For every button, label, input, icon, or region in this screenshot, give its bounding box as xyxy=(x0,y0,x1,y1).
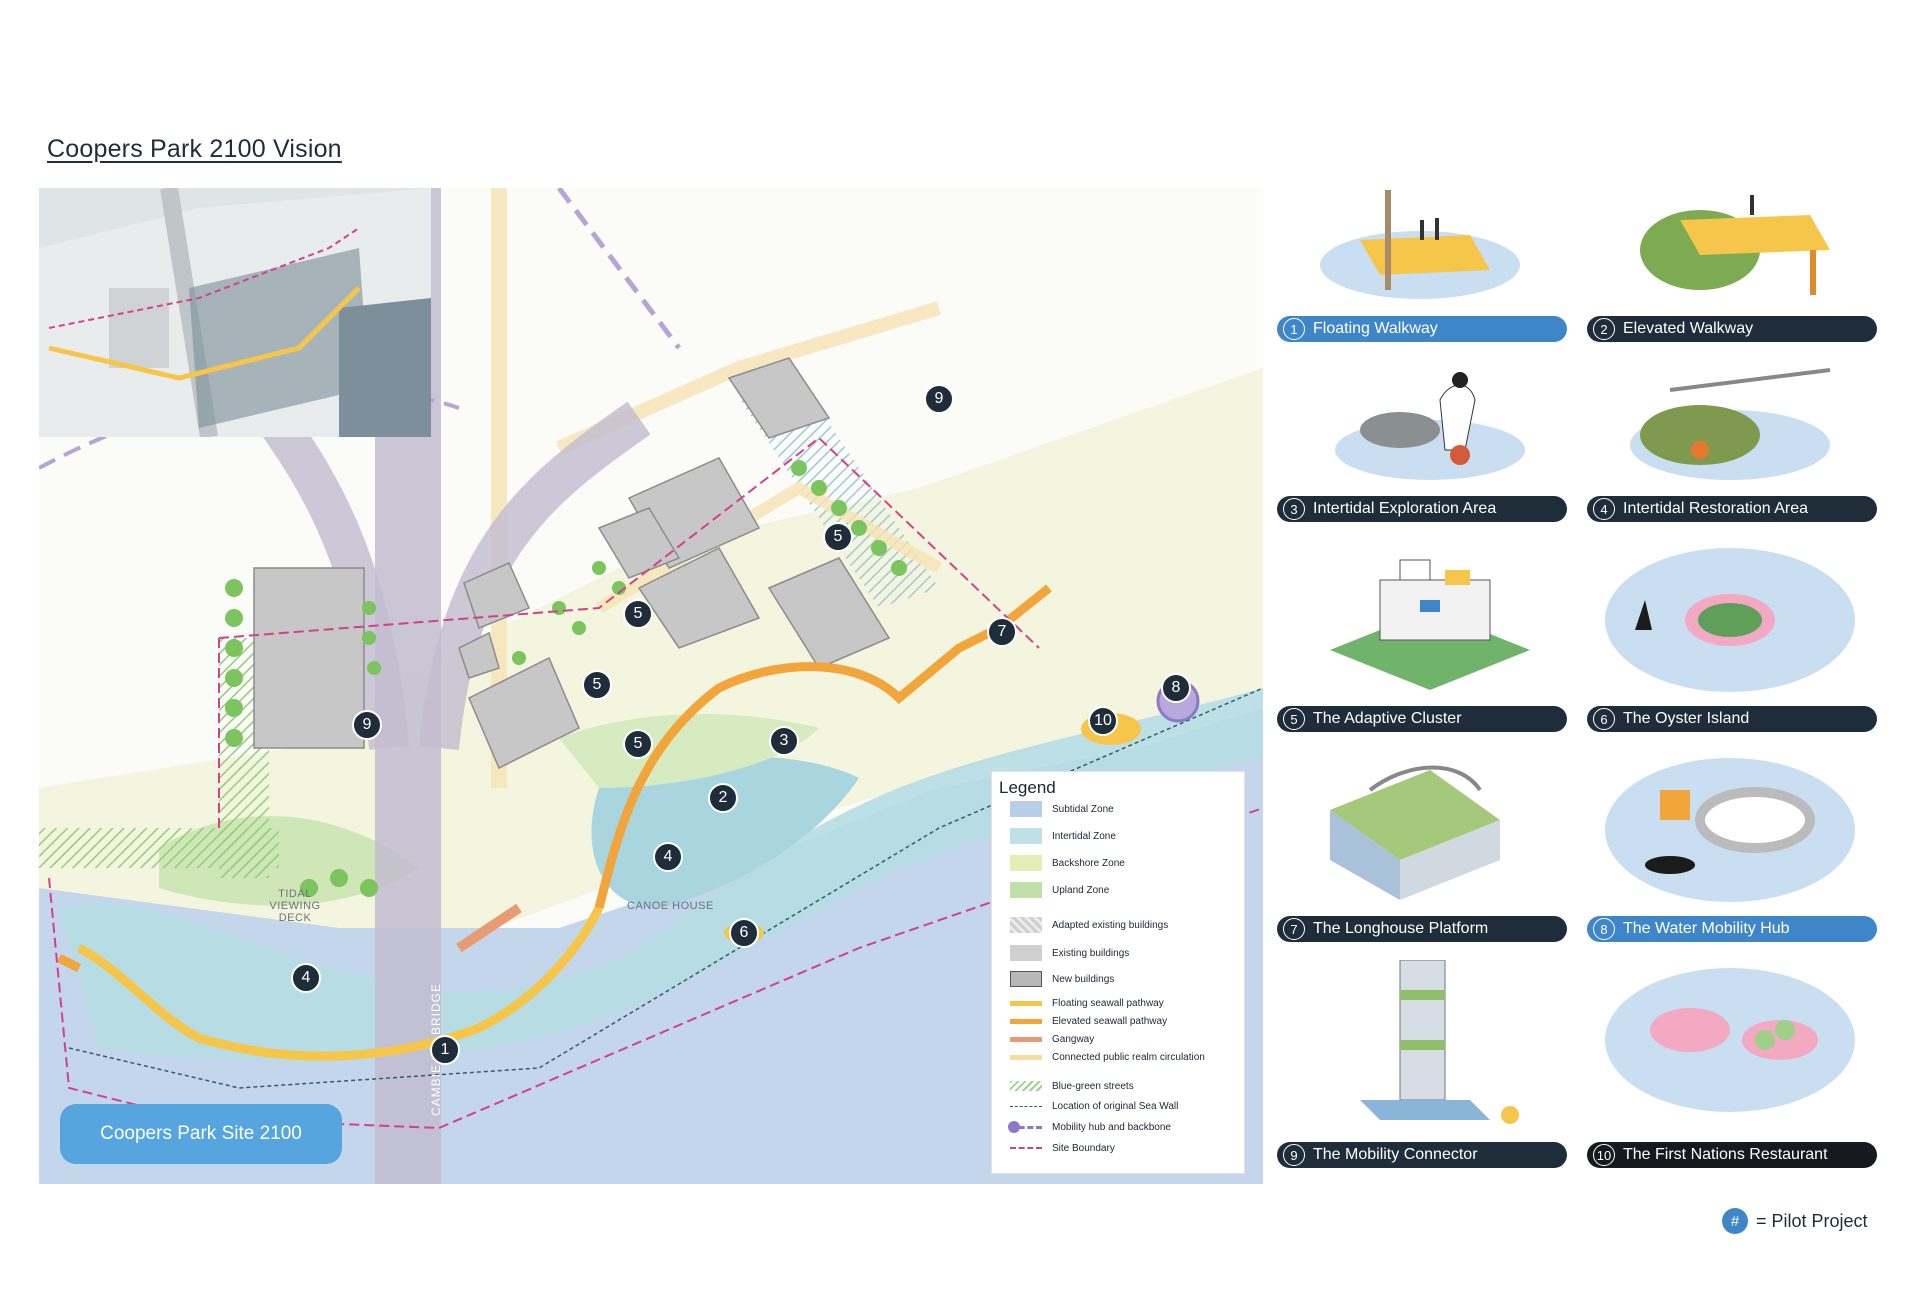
pilot-project-note: # = Pilot Project xyxy=(1722,1208,1868,1234)
viewing-deck-label: TIDAL VIEWING DECK xyxy=(269,888,321,924)
map-marker[interactable]: 5 xyxy=(623,729,653,759)
oyster-island-illustration xyxy=(1580,540,1886,700)
first-nations-restaurant-illustration xyxy=(1580,960,1886,1136)
legend-swatch xyxy=(1010,971,1042,987)
pilot-note-text: = Pilot Project xyxy=(1756,1210,1868,1231)
map-marker[interactable]: 4 xyxy=(291,963,321,993)
legend-item: Location of original Sea Wall xyxy=(1010,1097,1178,1115)
legend-item: Floating seawall pathway xyxy=(1010,994,1164,1012)
map-marker[interactable]: 8 xyxy=(1161,673,1191,703)
legend-swatch xyxy=(1010,855,1042,871)
legend-swatch xyxy=(1010,1105,1042,1107)
map-marker[interactable]: 10 xyxy=(1088,706,1118,736)
page-title: Coopers Park 2100 Vision xyxy=(47,135,342,163)
legend-item: Elevated seawall pathway xyxy=(1010,1012,1167,1030)
legend-swatch xyxy=(1010,882,1042,898)
map-marker[interactable]: 2 xyxy=(708,783,738,813)
map-marker[interactable]: 6 xyxy=(729,918,759,948)
map-marker[interactable]: 9 xyxy=(352,710,382,740)
legend-swatch xyxy=(1010,801,1042,817)
legend-item: New buildings xyxy=(1010,970,1114,988)
legend-title: Legend xyxy=(999,778,1056,797)
legend-swatch xyxy=(1010,1147,1042,1149)
intertidal-restoration-illustration xyxy=(1580,360,1886,490)
legend-item: Gangway xyxy=(1010,1030,1094,1048)
pilot-symbol-icon: # xyxy=(1722,1208,1748,1234)
legend-swatch xyxy=(1010,945,1042,961)
legend-item: Subtidal Zone xyxy=(1010,800,1114,818)
legend-swatch xyxy=(1010,828,1042,844)
legend-item: Backshore Zone xyxy=(1010,854,1125,872)
legend-item: Blue-green streets xyxy=(1010,1077,1134,1095)
site-context-inset xyxy=(39,188,431,437)
site-badge: Coopers Park Site 2100 xyxy=(60,1104,342,1164)
map-marker[interactable]: 3 xyxy=(769,726,799,756)
map-marker[interactable]: 1 xyxy=(430,1035,460,1065)
adaptive-cluster-illustration xyxy=(1270,540,1576,700)
legend-item: Intertidal Zone xyxy=(1010,827,1116,845)
legend-item: Existing buildings xyxy=(1010,944,1129,962)
legend-swatch xyxy=(1010,1018,1042,1024)
map-marker[interactable]: 4 xyxy=(653,842,683,872)
canoe-house-label: CANOE HOUSE xyxy=(627,900,714,912)
mobility-connector-illustration xyxy=(1270,959,1576,1136)
longhouse-platform-illustration xyxy=(1270,750,1576,910)
map-graphic xyxy=(39,188,1263,1184)
floating-walkway-illustration xyxy=(1270,180,1576,310)
legend: Legend Subtidal Zone Intertidal Zone Bac… xyxy=(991,771,1245,1174)
map-marker[interactable]: 7 xyxy=(987,617,1017,647)
map-marker[interactable]: 5 xyxy=(582,670,612,700)
legend-swatch xyxy=(1010,1036,1042,1042)
site-map[interactable]: TIDAL VIEWING DECK CANOE HOUSE CAMBIE ST… xyxy=(39,188,1263,1184)
legend-swatch xyxy=(1010,1000,1042,1006)
legend-swatch xyxy=(1010,917,1042,933)
legend-item: Adapted existing buildings xyxy=(1010,916,1168,934)
legend-swatch xyxy=(1010,1081,1042,1091)
map-marker[interactable]: 5 xyxy=(823,522,853,552)
intertidal-exploration-illustration xyxy=(1270,360,1576,490)
elevated-walkway-illustration xyxy=(1580,180,1886,310)
map-marker[interactable]: 9 xyxy=(924,384,954,414)
legend-item: Mobility hub and backbone xyxy=(1008,1118,1171,1136)
inset-aerial-graphic xyxy=(39,188,431,437)
map-marker[interactable]: 5 xyxy=(623,599,653,629)
legend-item: Connected public realm circulation xyxy=(1010,1048,1205,1066)
legend-item: Upland Zone xyxy=(1010,881,1109,899)
legend-item: Site Boundary xyxy=(1010,1139,1115,1157)
legend-swatch xyxy=(1010,1054,1042,1060)
water-mobility-hub-illustration xyxy=(1580,750,1886,910)
mobility-hub-icon xyxy=(1008,1120,1042,1133)
